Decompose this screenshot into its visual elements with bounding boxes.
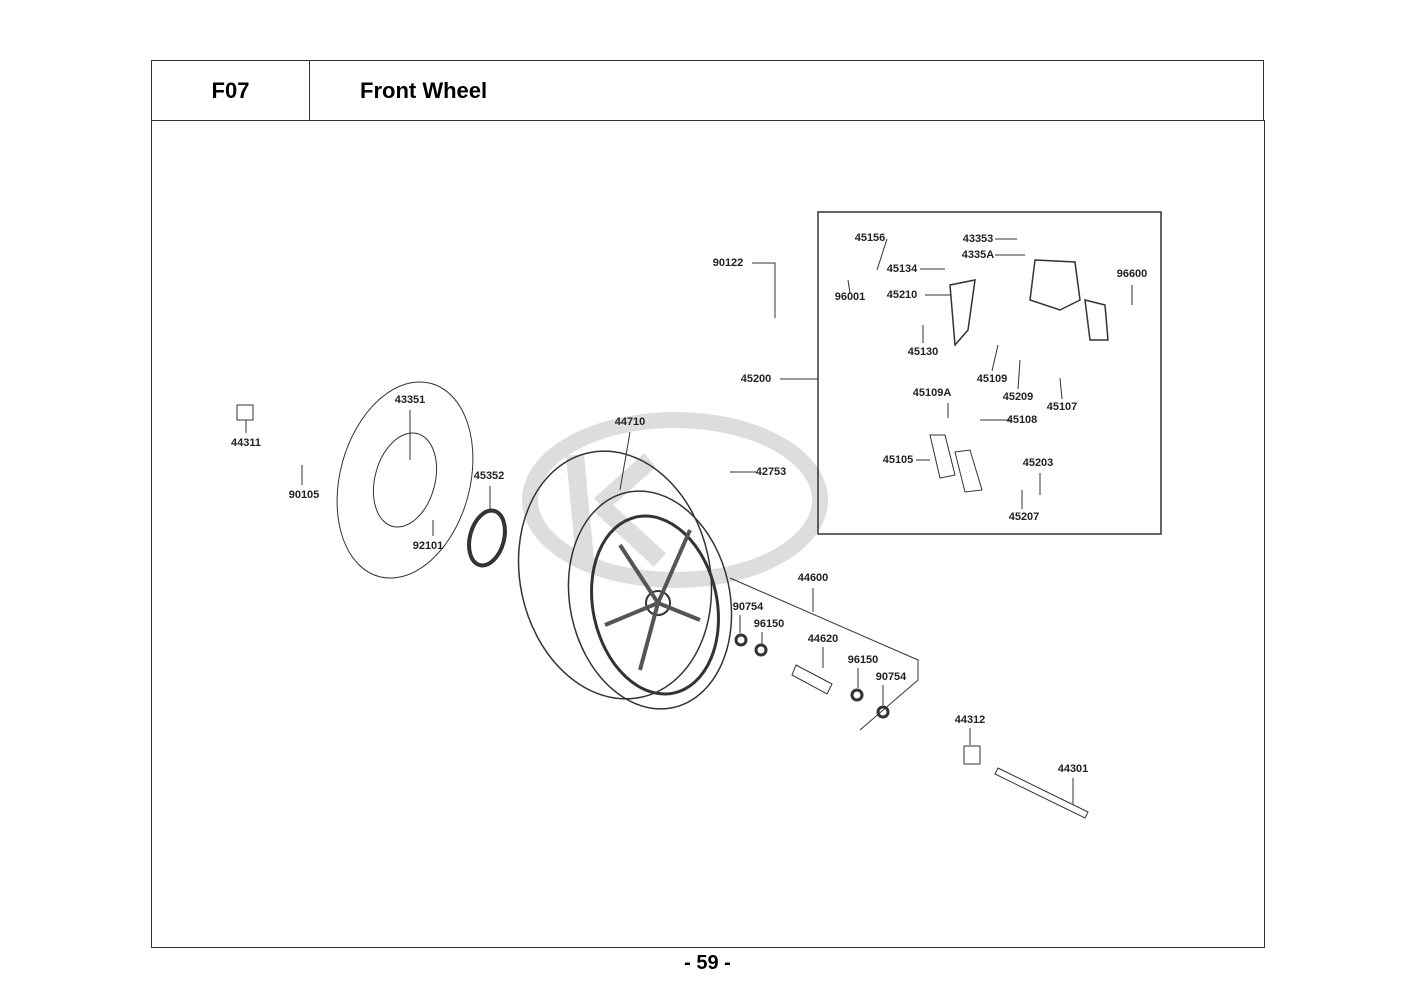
part-label: 90105 — [288, 489, 320, 501]
part-label: 45210 — [886, 289, 918, 301]
part-label: 45156 — [854, 232, 886, 244]
part-label: 90754 — [732, 601, 764, 613]
part-label: 45109A — [912, 387, 952, 399]
part-label: 45107 — [1046, 401, 1078, 413]
part-label: 96150 — [847, 654, 879, 666]
part-label: 44301 — [1057, 763, 1089, 775]
bearings — [734, 633, 890, 719]
diagram-frame — [151, 120, 1265, 948]
part-label: 96150 — [753, 618, 785, 630]
part-label: 45134 — [886, 263, 918, 275]
part-label: 45105 — [882, 454, 914, 466]
part-label: 44312 — [954, 714, 986, 726]
part-label: 96600 — [1116, 268, 1148, 280]
part-label: 45207 — [1008, 511, 1040, 523]
part-label: 45108 — [1006, 414, 1038, 426]
part-label: 44311 — [231, 437, 261, 449]
axle-44301 — [994, 767, 1089, 819]
part-label: 4335A — [961, 249, 995, 261]
spacer-44620 — [791, 664, 833, 695]
brake-pads — [929, 434, 983, 493]
part-label: 44620 — [807, 633, 839, 645]
part-label: 45203 — [1022, 457, 1054, 469]
collar-44311 — [236, 404, 254, 421]
part-label: 90754 — [875, 671, 907, 683]
disc-hub — [467, 508, 507, 568]
page-number: - 59 - — [684, 952, 731, 974]
collar-44312 — [963, 745, 981, 765]
leader-lines — [245, 238, 1133, 805]
part-label: 42753 — [755, 466, 787, 478]
axle-set-bracket — [729, 577, 919, 731]
part-label: 45130 — [907, 346, 939, 358]
part-label: 44710 — [614, 416, 646, 428]
kymco-watermark — [522, 412, 828, 588]
part-label: 45109 — [976, 373, 1008, 385]
part-label: 45352 — [473, 470, 505, 482]
part-label: 45209 — [1002, 391, 1034, 403]
caliper-box — [780, 211, 1162, 535]
part-label: 90122 — [712, 257, 744, 269]
part-label: 43353 — [962, 233, 994, 245]
part-label: 92101 — [412, 540, 444, 552]
part-label: 44600 — [797, 572, 829, 584]
caliper-body — [949, 259, 1109, 347]
part-label: 43351 — [394, 394, 426, 406]
front-tire — [517, 450, 733, 710]
part-label: 45200 — [740, 373, 772, 385]
part-label: 96001 — [834, 291, 866, 303]
brake-disc — [336, 381, 474, 579]
